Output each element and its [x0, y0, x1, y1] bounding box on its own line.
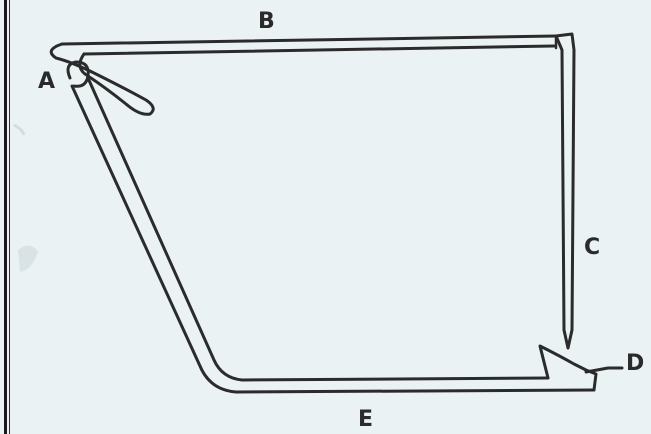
segment-b	[60, 34, 558, 46]
background-smudge	[13, 123, 26, 136]
curl-end	[49, 42, 155, 116]
pivot-loop	[66, 60, 90, 88]
segment-c	[554, 32, 576, 350]
label-b: B	[258, 9, 275, 34]
barb-d	[538, 344, 598, 392]
left-border	[4, 0, 7, 434]
left-rod-outer	[70, 84, 596, 394]
label-e: E	[358, 407, 373, 432]
label-d: D	[626, 351, 644, 376]
barb-d-line	[584, 366, 624, 374]
segment-b-inner	[82, 44, 556, 56]
left-border-inner	[9, 0, 10, 434]
label-c: C	[584, 235, 600, 260]
background-smudge	[18, 245, 38, 272]
label-a: A	[38, 69, 55, 94]
left-rod-inner	[86, 76, 550, 382]
